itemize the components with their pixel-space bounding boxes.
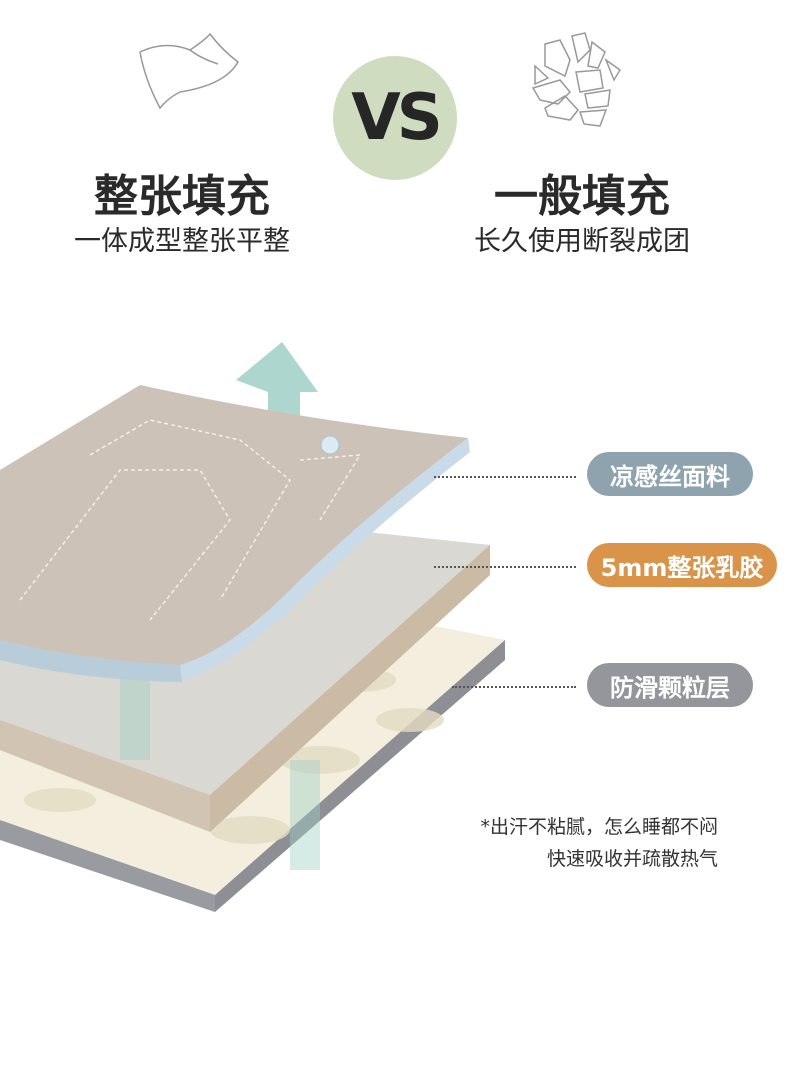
whole-sheet-icon bbox=[139, 32, 239, 110]
callout-line-fabric bbox=[434, 476, 576, 478]
label-latex: 5mm整张乳胶 bbox=[587, 543, 777, 587]
vs-badge: VS bbox=[333, 56, 457, 180]
vs-label: VS bbox=[351, 81, 443, 155]
callout-line-latex bbox=[434, 566, 576, 568]
callout-line-anti-slip bbox=[452, 686, 576, 688]
left-subtitle: 一体成型整张平整 bbox=[74, 226, 290, 257]
note-line-1: *出汗不粘腻，怎么睡都不闷 bbox=[480, 816, 718, 838]
label-anti-slip: 防滑颗粒层 bbox=[587, 663, 753, 707]
note-line-2: 快速吸收并疏散热气 bbox=[546, 848, 718, 870]
right-subtitle: 长久使用断裂成团 bbox=[474, 226, 690, 257]
cooling-fabric-layer bbox=[0, 385, 470, 682]
right-title: 一般填充 bbox=[494, 171, 670, 222]
label-cooling-fabric: 凉感丝面料 bbox=[587, 452, 753, 496]
left-title: 整张填充 bbox=[94, 171, 270, 222]
broken-pieces-icon bbox=[531, 32, 621, 127]
